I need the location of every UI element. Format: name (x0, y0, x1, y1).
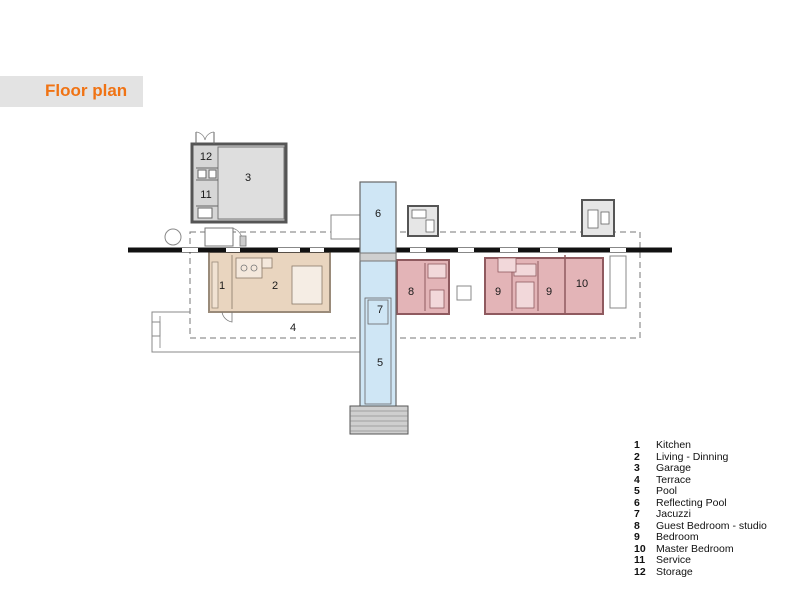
label-garage: 3 (245, 172, 251, 184)
garage-block (190, 131, 288, 224)
patio-box (456, 285, 472, 301)
pools (359, 181, 397, 409)
wall-openings (182, 248, 626, 252)
label-service: 11 (200, 189, 211, 201)
pool-steps (349, 405, 409, 435)
label-master-bedroom: 10 (576, 278, 588, 290)
label-jacuzzi: 7 (377, 304, 383, 316)
label-living: 2 (272, 280, 278, 292)
label-bedroom-a: 9 (495, 286, 501, 298)
terrace (151, 311, 360, 353)
pool-bathroom (407, 205, 439, 237)
bedroom-wing (484, 255, 604, 315)
label-pool: 5 (377, 357, 383, 369)
title-band: Floor plan (0, 76, 143, 107)
storage-box (609, 255, 627, 309)
guest-wing (396, 259, 450, 315)
master-bathroom-block (581, 199, 615, 237)
page-title: Floor plan (45, 81, 128, 100)
label-guest-bedroom: 8 (408, 286, 414, 298)
entry-porch (204, 227, 234, 247)
label-storage: 12 (200, 151, 212, 163)
planter-circle (164, 228, 182, 246)
living-wing (208, 251, 331, 323)
label-reflecting-pool: 6 (375, 208, 381, 220)
deck-box (330, 214, 362, 240)
label-kitchen: 1 (219, 280, 225, 292)
label-terrace: 4 (290, 322, 296, 334)
label-bedroom-b: 9 (546, 286, 552, 298)
